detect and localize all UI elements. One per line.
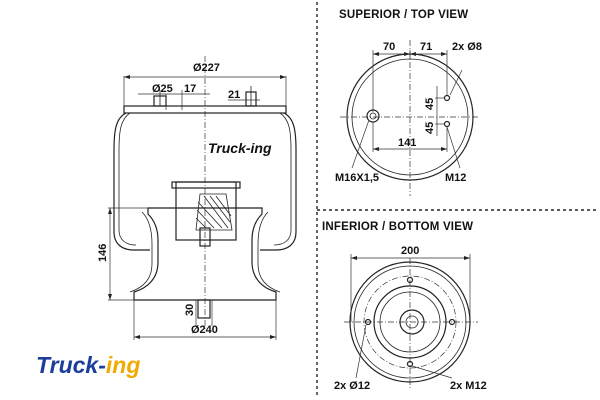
half-pitch-upper-label: 45 [424, 98, 436, 110]
bottom-threads-label: 2x M12 [450, 380, 487, 392]
bellows-brand: Truck-ing [208, 140, 272, 156]
logo-accent: ing [106, 352, 141, 378]
offset-17-label: 17 [184, 83, 196, 95]
top-view-heading: SUPERIOR / TOP VIEW [339, 9, 468, 21]
bottom-hole-bottom [406, 360, 414, 368]
offset-21-label: 21 [228, 89, 240, 101]
top-view: SUPERIOR / TOP VIEW 70 71 2x Ø8 45 45 [335, 9, 482, 196]
height-label: 146 [97, 244, 109, 262]
bottom-hole-top [406, 276, 414, 284]
top-diameter-label: Ø227 [193, 62, 220, 74]
base-diameter-label: Ø240 [191, 324, 218, 336]
stud-diameter-label: Ø25 [152, 83, 173, 95]
logo: Truck-ing [36, 352, 140, 378]
top-holes-label: 2x Ø8 [452, 41, 482, 53]
bottom-view-heading: INFERIOR / BOTTOM VIEW [322, 221, 473, 233]
left-offset-label: 70 [383, 41, 395, 53]
bottom-hole-right [448, 318, 456, 326]
top-plate [123, 105, 287, 114]
bottom-view: INFERIOR / BOTTOM VIEW 200 2x Ø12 2x M12 [322, 221, 487, 392]
side-view: Ø227 Ø25 17 21 Truck-ing [97, 56, 297, 340]
bottom-hole-left [364, 318, 372, 326]
piston-bolt [199, 227, 211, 247]
right-thread-label: M12 [445, 172, 466, 184]
base-stud [197, 299, 211, 319]
span-label: 141 [398, 137, 416, 149]
svg-text:Truck-ing: Truck-ing [36, 352, 140, 378]
logo-main: Truck- [36, 352, 106, 378]
bellows-body [113, 112, 297, 251]
half-pitch-lower-label: 45 [424, 122, 436, 134]
right-hole-upper [443, 94, 451, 102]
right-offset-label: 71 [420, 41, 432, 53]
base-offset-label: 30 [184, 304, 196, 316]
left-thread-label: M16X1,5 [335, 172, 379, 184]
piston-hatch [195, 193, 233, 231]
bottom-holes-label: 2x Ø12 [334, 380, 370, 392]
right-hole-lower [443, 120, 451, 128]
bottom-diameter-label: 200 [401, 245, 419, 257]
